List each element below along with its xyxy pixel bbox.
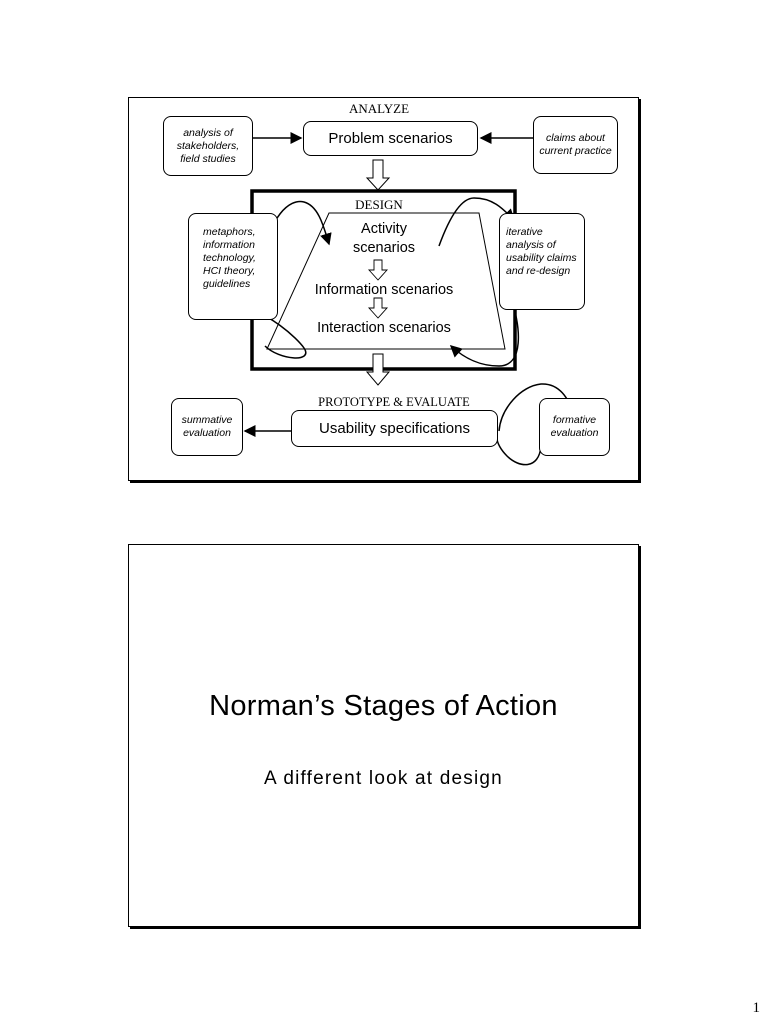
down-arrow-analyze-design	[365, 159, 391, 191]
activity-scenarios-line2: scenarios	[352, 240, 416, 256]
summative-evaluation-note: summative evaluation	[171, 398, 243, 456]
page-number: 1	[752, 1000, 761, 1016]
stakeholders-note: analysis of stakeholders, field studies	[163, 116, 253, 176]
information-scenarios: Information scenarios	[314, 282, 454, 298]
slide-scenario-diagram: ANALYZE Problem scenarios analysis of st…	[128, 97, 639, 481]
analyze-label: ANALYZE	[348, 101, 410, 116]
activity-scenarios: Activity scenarios	[329, 220, 439, 258]
down-arrow-design-prototype	[365, 353, 391, 386]
slide-subtitle-text: A different look at design	[264, 768, 503, 789]
slide-title: Norman’s Stages of Action A different lo…	[128, 544, 639, 927]
usability-specifications-box: Usability specifications	[291, 410, 498, 447]
formative-evaluation-note: formative evaluation	[539, 398, 610, 456]
interaction-scenarios: Interaction scenarios	[317, 320, 451, 336]
design-label: DESIGN	[355, 197, 403, 212]
metaphors-note: metaphors, information technology, HCI t…	[188, 213, 278, 320]
problem-scenarios-box: Problem scenarios	[303, 121, 478, 156]
slide-title-text: Norman’s Stages of Action	[209, 690, 558, 722]
prototype-evaluate-label: PROTOTYPE & EVALUATE	[318, 394, 470, 409]
activity-scenarios-line1: Activity	[361, 221, 407, 237]
current-practice-note: claims about current practice	[533, 116, 618, 174]
iterative-analysis-note: iterative analysis of usability claims a…	[499, 213, 585, 310]
design-trapezoid	[266, 212, 506, 350]
